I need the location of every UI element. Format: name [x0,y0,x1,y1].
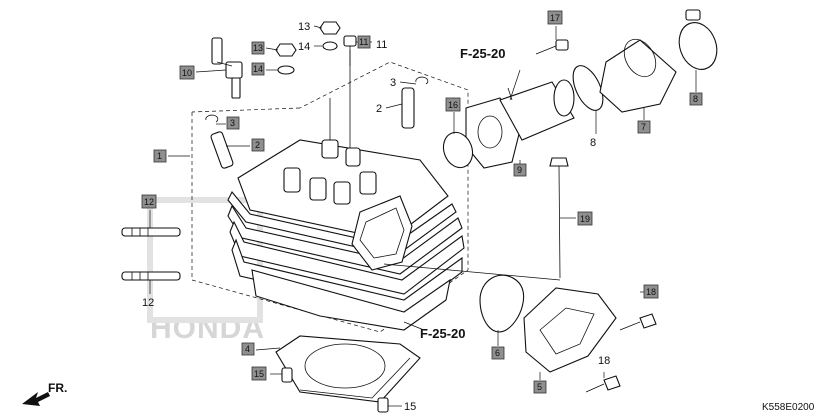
callout-box-3-text: 3 [230,118,235,128]
dowel-pin-upper [281,367,293,383]
callout-box-10 [179,65,195,80]
tappet-cover [523,287,617,373]
callout-box-3 [226,116,240,130]
callout-12: 12 [142,297,154,309]
bolt-17 [535,39,569,55]
callout-14-upper: 14 [298,41,310,53]
callout-box-19-text: 19 [580,214,590,224]
clamp-screw [685,9,701,21]
clamp-upper [678,22,718,70]
callout-box-8-text: 8 [693,94,698,104]
callout-box-15-text: 15 [254,369,264,379]
callout-8-lower: 8 [590,137,596,149]
callout-box-16-text: 16 [448,100,458,110]
callout-box-17-text: 17 [550,13,560,23]
bolt-11 [343,35,357,66]
intake-pipe [465,79,575,169]
cover-gasket [479,274,525,333]
callout-box-12-text: 12 [144,197,154,207]
callout-box-17 [547,10,563,25]
callout-box-11 [357,35,371,49]
diagram-code: K558E0200 [762,402,815,413]
callout-box-4-text: 4 [245,344,250,354]
callout-box-7-text: 7 [641,122,646,132]
clip-left [205,114,219,123]
callout-13-upper: 13 [298,21,310,33]
dowel-pin-lower [377,397,389,413]
callout-box-18 [643,284,659,299]
callout-box-5-text: 5 [537,382,542,392]
callout-box-18-text: 18 [646,287,656,297]
bolt-18-lower [585,375,621,393]
reference-upper: F-25-20 [460,46,506,61]
callout-box-16 [445,97,461,112]
callout-box-8 [689,92,703,106]
callout-box-2-text: 2 [255,140,260,150]
bolt-18-upper [619,313,657,331]
front-arrow: FR. [22,381,67,406]
callout-box-15 [251,366,267,381]
o-ring [442,131,474,169]
callout-box-13-text: 13 [253,43,263,53]
callout-box-5 [533,380,547,394]
callout-box-6 [491,346,505,360]
callout-box-9-text: 9 [517,165,522,175]
valve-guide-left [210,131,234,169]
long-bolt [549,157,569,279]
callout-box-7 [637,120,651,134]
callout-box-9 [513,163,527,177]
callouts: 13 14 11 11 13 14 10 3 2 3 2 1 12 12 4 1… [141,10,703,413]
front-label: FR. [48,381,67,395]
spark-plug [211,37,243,99]
nut-washer-upper [319,21,341,51]
callout-box-1 [153,149,167,163]
carburetor-joint [599,38,677,113]
callout-3-upper: 3 [390,77,396,89]
valve-guide-right [401,87,415,129]
callout-15: 15 [404,401,416,413]
clip-right [415,76,429,85]
callout-box-4 [241,342,255,356]
reference-lower: F-25-20 [420,326,466,341]
callout-box-12 [141,194,157,209]
clamp-lower [572,65,604,111]
callout-box-2 [251,138,265,152]
callout-box-11-text: 11 [359,37,368,47]
callout-box-6-text: 6 [495,348,500,358]
callout-2-upper: 2 [376,103,382,115]
callout-box-10-text: 10 [182,68,192,78]
head-gasket [275,335,421,403]
watermark-text: HONDA [150,312,265,345]
callout-11: 11 [376,39,387,51]
nut-washer-left [275,43,297,75]
cylinder-head [191,50,469,333]
stud-bolts [121,227,181,281]
callout-box-1-text: 1 [157,151,162,161]
callout-box-14-text: 14 [253,64,263,74]
callout-box-13 [251,41,265,55]
callout-box-19 [577,211,593,226]
callout-18: 18 [598,355,610,367]
callout-box-14 [251,62,265,76]
